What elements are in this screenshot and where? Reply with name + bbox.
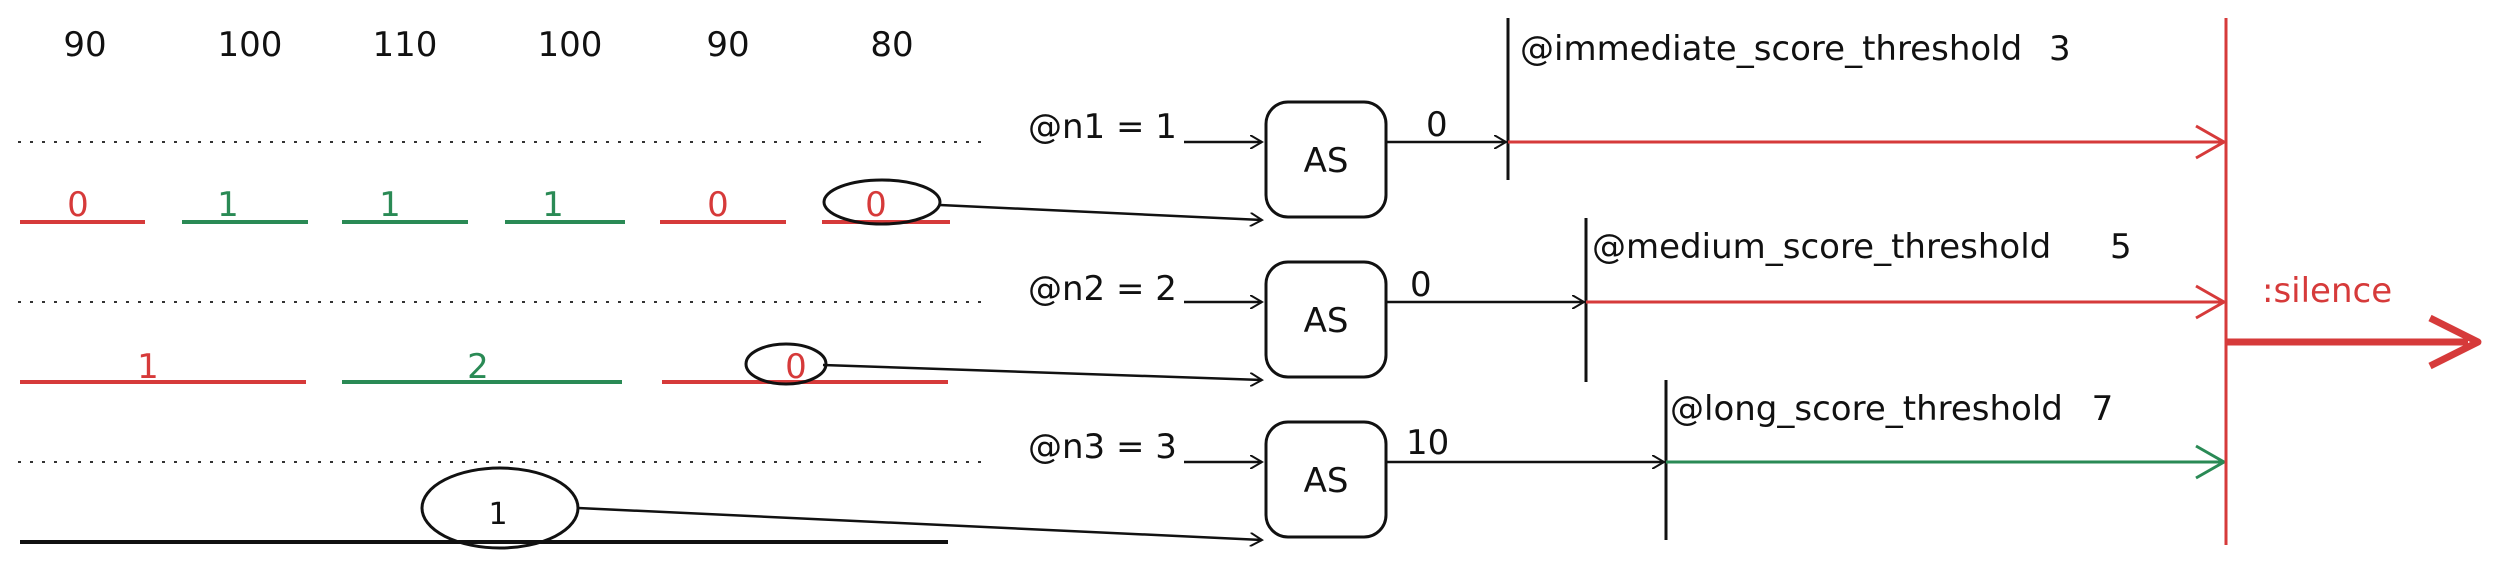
header-value-5: 90 (706, 25, 749, 65)
flow-lines (1508, 124, 2228, 480)
row-separators (18, 141, 985, 463)
silence-output: :silence (2224, 18, 2482, 545)
threshold-name: @medium_score_threshold (1592, 227, 2051, 267)
as-block-label: AS (1304, 301, 1349, 341)
threshold-labels: @immediate_score_threshold 3 @medium_sco… (1520, 29, 2132, 429)
segment-label: 2 (467, 347, 489, 387)
output-value-row-1: 0 (1426, 105, 1448, 145)
threshold-value: 7 (2092, 389, 2114, 429)
header-value-2: 100 (218, 25, 283, 65)
output-value-row-2: 0 (1410, 265, 1432, 305)
as-block-row-2 (1264, 260, 1388, 379)
connector-row-1 (939, 203, 1262, 220)
row-2-segments: 1 2 0 (20, 342, 948, 387)
flow-arrowhead-row-3 (2195, 444, 2228, 480)
input-labels: @n1 = 1 @n2 = 2 @n3 = 3 (1028, 107, 1177, 467)
as-blocks: AS AS AS (1264, 100, 1388, 539)
header-values: 90 100 110 100 90 80 (63, 25, 913, 65)
segment-label: 0 (67, 185, 89, 225)
as-block-row-3 (1264, 420, 1388, 539)
circle-highlight (822, 178, 942, 226)
flow-arrowhead-row-1 (2195, 124, 2228, 160)
header-value-4: 100 (538, 25, 603, 65)
output-value-row-3: 10 (1406, 423, 1449, 463)
connector-row-2 (822, 363, 1262, 380)
segment-label: 0 (865, 185, 887, 225)
row-3-segments: 1 (20, 466, 948, 550)
threshold-name: @long_score_threshold (1670, 389, 2063, 429)
segment-label: 0 (707, 185, 729, 225)
threshold-name: @immediate_score_threshold (1520, 29, 2022, 69)
threshold-label-immediate: @immediate_score_threshold 3 (1520, 29, 2071, 69)
header-value-3: 110 (373, 25, 438, 65)
input-label-n2: @n2 = 2 (1028, 269, 1177, 309)
silence-label: :silence (2262, 271, 2392, 311)
connector-lines (577, 203, 1262, 540)
threshold-value: 5 (2110, 227, 2132, 267)
as-output-arrows (1386, 142, 1664, 462)
segment-label: 0 (785, 347, 807, 387)
row-1-segments: 0 1 1 1 0 0 (20, 178, 950, 226)
connector-row-3 (577, 506, 1262, 540)
threshold-label-long: @long_score_threshold 7 (1670, 389, 2113, 429)
flow-arrowhead-row-2 (2195, 284, 2228, 320)
input-label-n3: @n3 = 3 (1028, 427, 1177, 467)
header-value-6: 80 (870, 25, 913, 65)
header-value-1: 90 (63, 25, 106, 65)
as-block-row-1 (1264, 100, 1388, 219)
input-label-n1: @n1 = 1 (1028, 107, 1177, 147)
threshold-label-medium: @medium_score_threshold 5 (1592, 227, 2132, 267)
as-block-label: AS (1304, 141, 1349, 181)
as-block-label: AS (1304, 461, 1349, 501)
segment-label: 1 (488, 497, 507, 532)
silence-output-arrowhead (2428, 314, 2482, 370)
segment-label: 1 (217, 185, 239, 225)
threshold-value: 3 (2049, 29, 2071, 69)
input-arrows (1184, 142, 1262, 462)
segment-label: 1 (379, 185, 401, 225)
segment-label: 1 (542, 185, 564, 225)
segment-label: 1 (137, 347, 159, 387)
as-output-values: 0 0 10 (1406, 105, 1449, 463)
threshold-gates (1506, 18, 1668, 540)
